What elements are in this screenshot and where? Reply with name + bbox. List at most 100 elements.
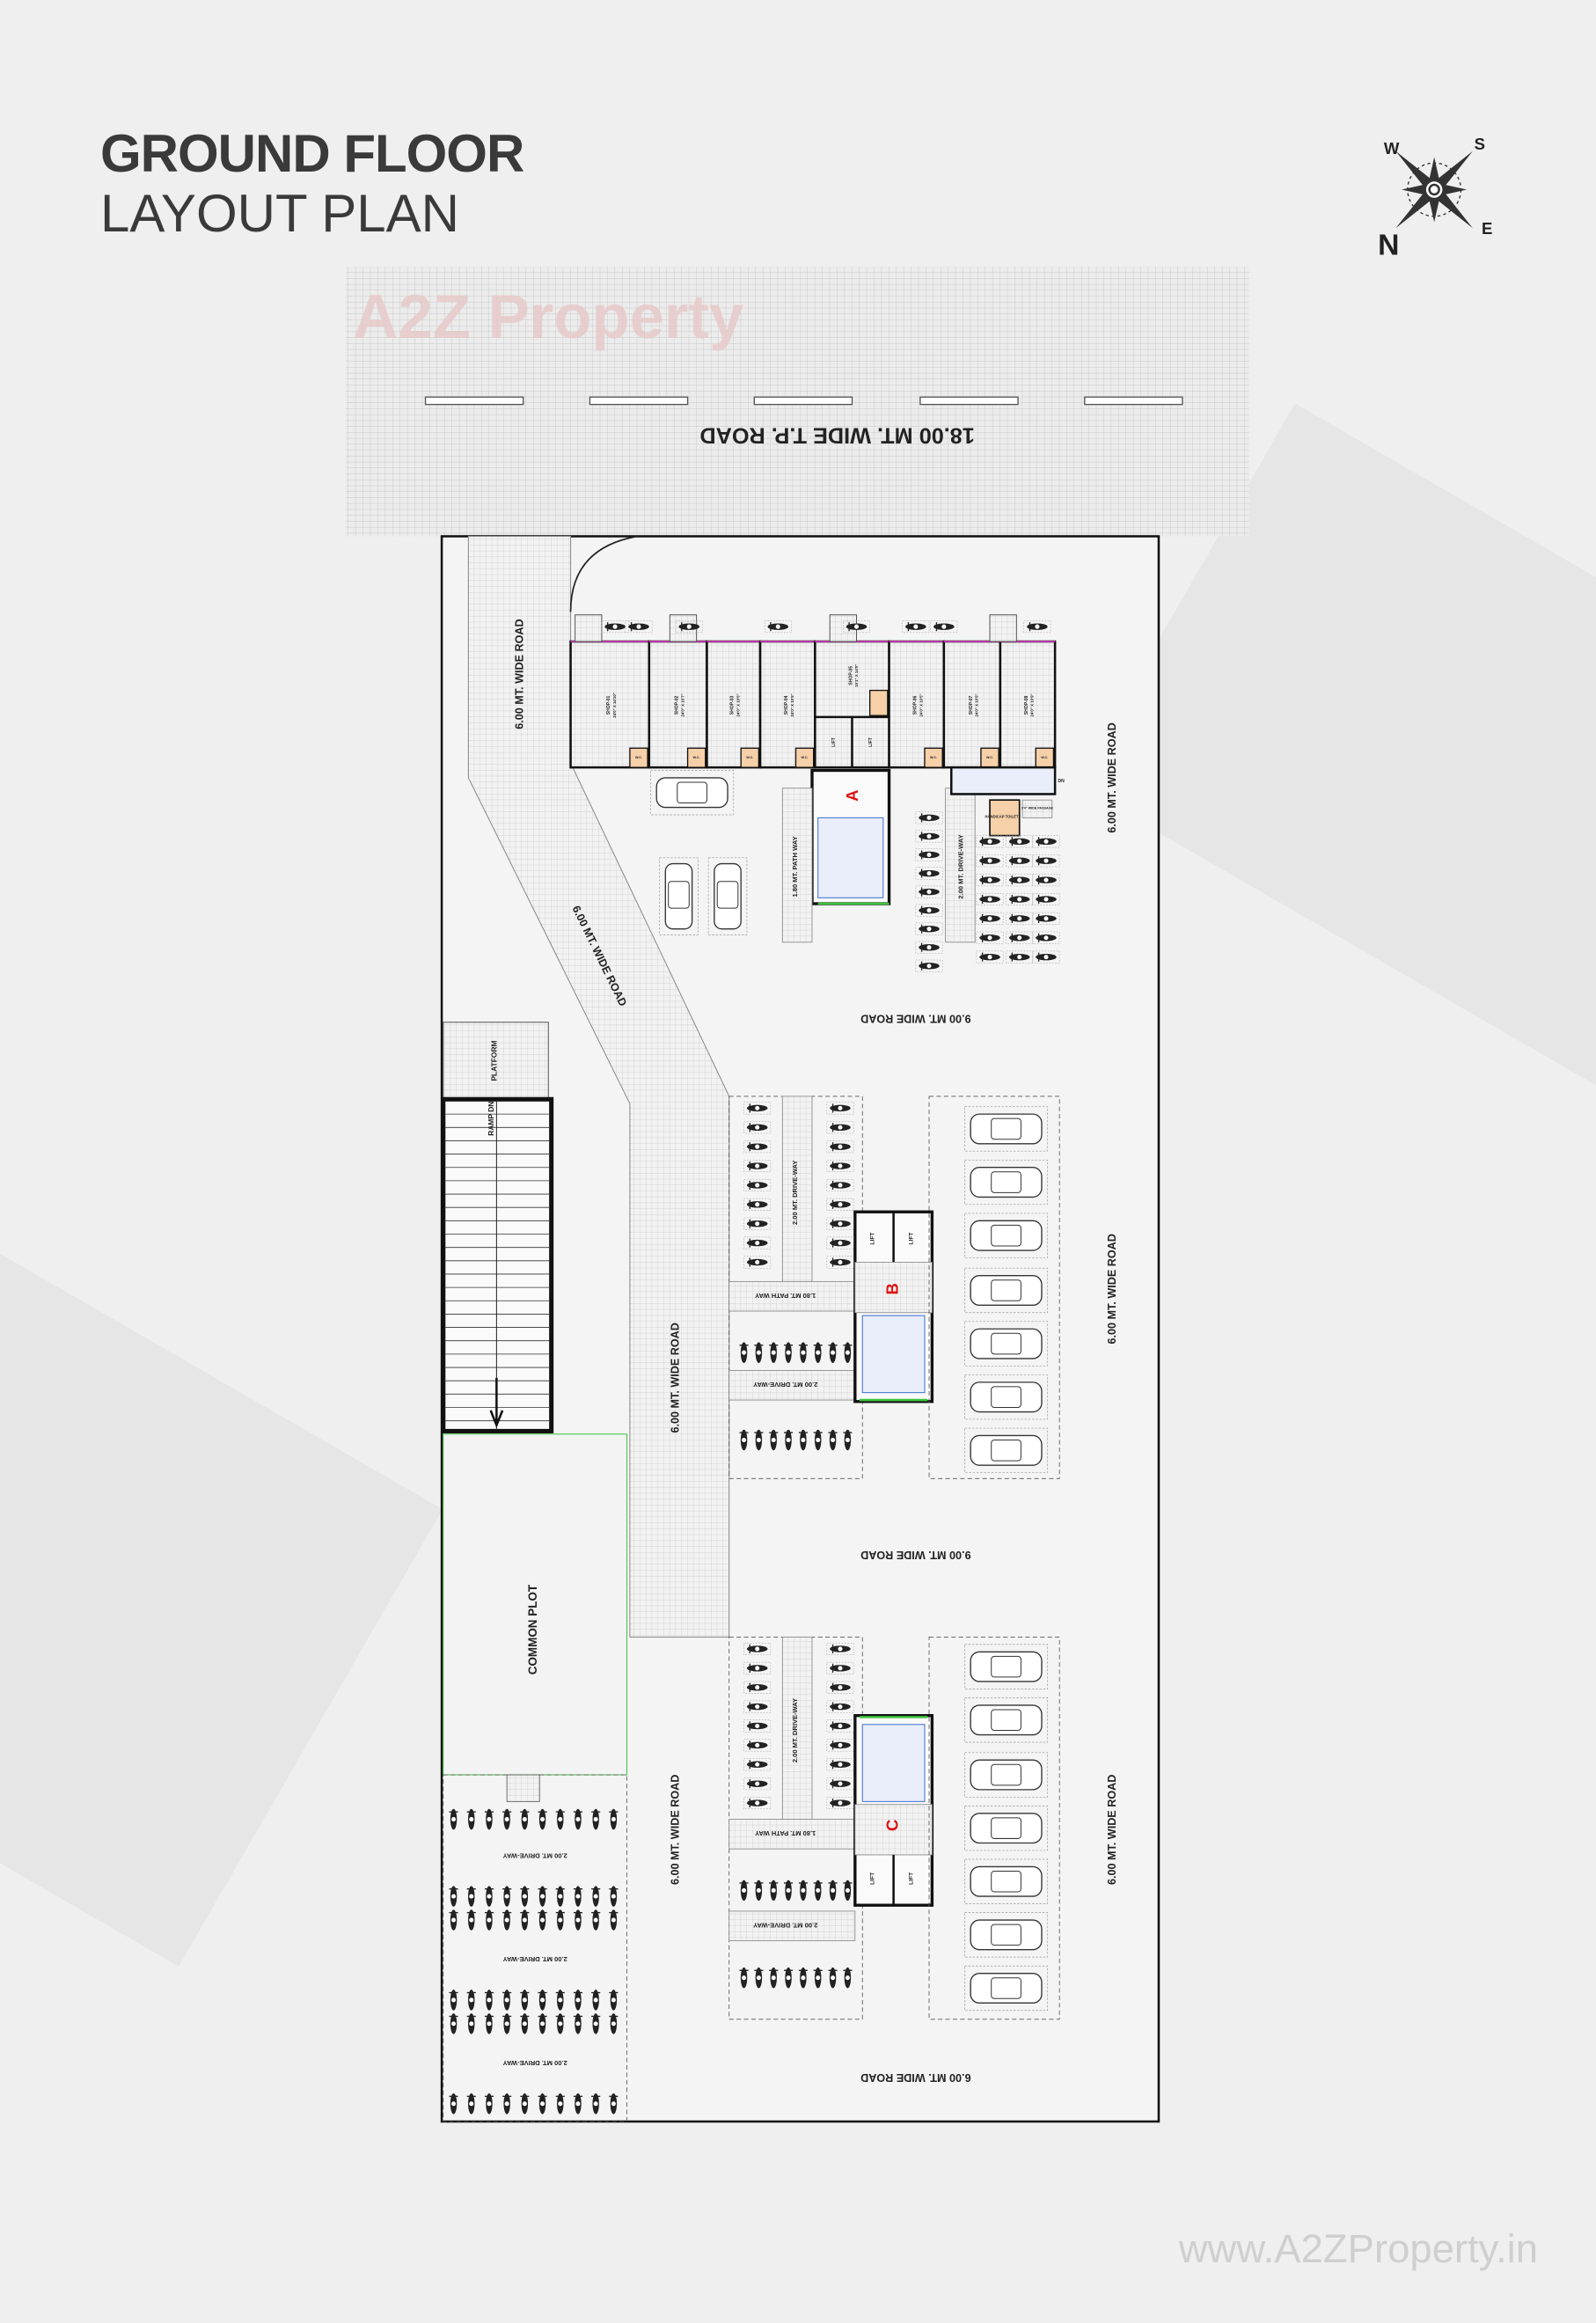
path-way-label: 1.80 MT. PATH WAY [755,1829,816,1837]
bike-icon [609,1909,619,1931]
staircase-icon [861,1315,926,1394]
bike-icon [520,2013,530,2034]
lower-left-drive-way-labels: 2.00 MT. DRIVE-WAY 2.00 MT. DRIVE-WAY 2.… [503,1851,567,2067]
bike-icon [538,1909,547,1931]
bike-icon [484,2013,494,2034]
bike-icon [826,1681,854,1694]
bike-icon [915,885,943,898]
bike-icon [591,1886,601,1907]
wc [686,747,706,768]
entrance-steps [989,614,1017,642]
shop-name: SHOP-08 [1024,695,1029,714]
bike-icon [915,941,943,954]
bike-icon [784,1429,794,1451]
handicap-toilet-label: HANDICAP TOILET [985,814,1019,818]
bike-icon [915,867,943,880]
bike-icon [1032,835,1060,848]
bike-icon [784,1880,794,1902]
main-road-label: 18.00 MT. WIDE T.P. ROAD [699,423,974,448]
bike-icon [449,1808,458,1830]
bike-icon [520,1990,530,2011]
drive-way-label: 2.00 MT. DRIVE-WAY [753,1921,817,1929]
bike-icon [591,1808,601,1830]
bike-icon [1032,950,1060,964]
bike-icon [743,1739,772,1752]
staircase-icon [861,1724,926,1802]
bike-icon [609,2013,619,2034]
bike-icon [826,1236,854,1249]
bike-icon [1032,874,1060,887]
wc [740,747,760,768]
bike-icon [915,848,943,861]
bike-icon [502,2013,512,2034]
bike-icon [743,1797,772,1810]
road-curve [569,535,638,612]
bike-icon [915,959,943,972]
road-label-between-ab: 9.00 MT. WIDE ROAD [860,1012,970,1024]
car-icon [964,1858,1049,1904]
platform-label: PLATFORM [489,1040,498,1081]
shop-size: 24'0" X 10'9" [1030,693,1035,716]
bike-icon [826,1198,854,1211]
bike-icon [826,1700,854,1713]
bike-icon [743,1160,772,1173]
bike-icon [743,1777,772,1791]
bike-icon [1006,893,1034,905]
bike-icon [743,1661,772,1674]
bike-icon [573,1886,583,1907]
bike-icon [826,1739,854,1752]
bike-icon [502,2093,512,2114]
car-icon [650,770,735,816]
road-label-right-a: 6.00 MT. WIDE ROAD [1106,722,1118,832]
bike-icon [798,1429,808,1451]
bike-icon [915,904,943,917]
bike-icon [743,1719,772,1733]
bike-icon [520,1808,530,1830]
compass-icon [1395,150,1473,229]
bike-icon [555,1886,565,1907]
wc-label: W.C. [986,756,993,759]
bike-icon [573,2013,583,2034]
shop-size: 15'1" X 14'0" [854,664,859,687]
bike-icon [609,1808,619,1830]
bike-icon [555,1808,565,1830]
bike-icon [813,1967,823,1989]
bike-icon [754,1342,764,1363]
bike-icon [1023,620,1051,634]
bike-icon [754,1429,764,1451]
road-label-right-b: 6.00 MT. WIDE ROAD [1106,1234,1118,1344]
stair-dn-label: DN [1058,779,1065,784]
bike-icon [826,1160,854,1173]
shop-name: SHOP-03 [730,695,736,714]
bike-icon [784,1342,794,1363]
bike-icon [555,1990,565,2011]
wc [794,747,815,768]
car-icon [964,1752,1049,1798]
bike-icon [466,2093,476,2114]
bike-icon [743,1198,772,1211]
lift-label: LIFT [908,1872,914,1885]
path-way-label: 1.80 MT. PATH WAY [791,836,799,897]
shop-name: SHOP-02 [675,695,680,714]
road-label-right-c: 6.00 MT. WIDE ROAD [1106,1775,1118,1885]
bike-icon [609,2093,619,2114]
bike-icon [591,2013,601,2034]
bike-icon [769,1342,779,1363]
platform [443,1022,549,1100]
bike-icon [843,620,870,634]
wc-label: W.C. [635,756,642,759]
staircase-icon [817,817,884,898]
wc [629,747,648,768]
bike-icon [826,1758,854,1771]
lift-label: LIFT [870,1232,876,1245]
bike-icon [826,1719,854,1733]
bike-icon [502,1886,512,1907]
bike-icon [466,2013,476,2034]
bike-icon [573,1909,583,1931]
bike-icon [743,1681,772,1694]
lift-label: LIFT [908,1232,914,1245]
bike-icon [743,1642,772,1655]
block-a-label: A [843,789,861,801]
